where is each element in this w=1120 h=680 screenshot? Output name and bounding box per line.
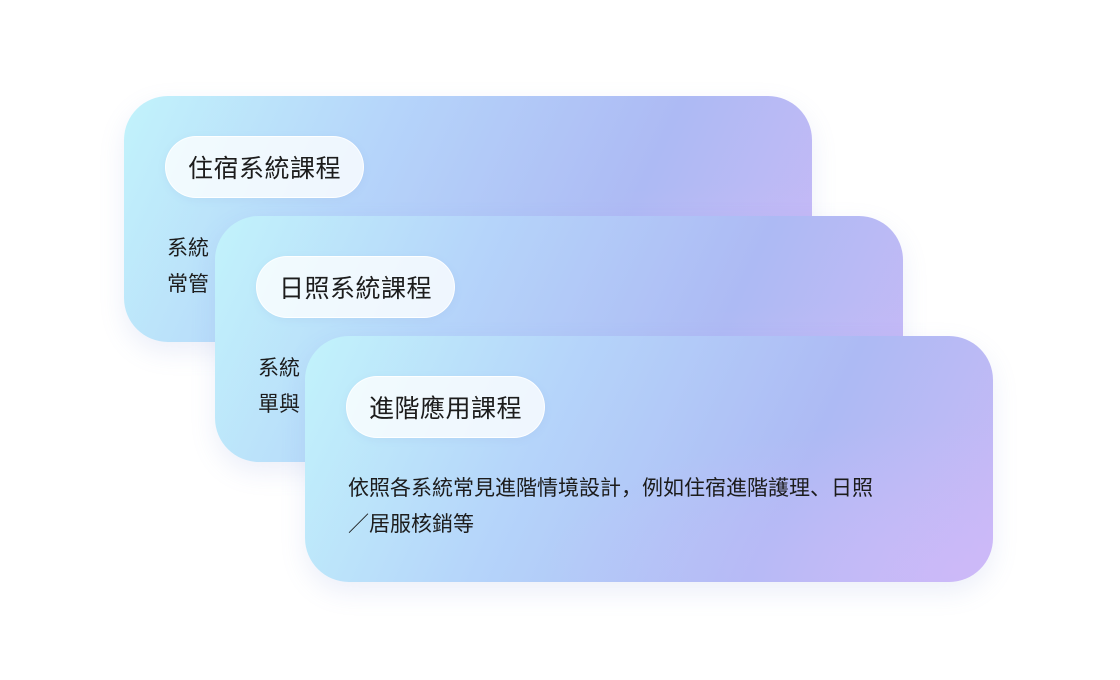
course-description: 系統 單與 (258, 350, 868, 422)
course-title-pill: 日照系統課程 (256, 256, 456, 318)
description-line: 系統 (167, 236, 209, 260)
description-line: 系統 (258, 356, 300, 380)
description-line: 單與 (258, 392, 300, 416)
course-description: 系統 常管 (167, 230, 777, 302)
course-description: 依照各系統常見進階情境設計，例如住宿進階護理、日照 ／居服核銷等 (348, 470, 958, 542)
description-line: ／居服核銷等 (348, 512, 474, 536)
course-title: 日照系統課程 (279, 274, 433, 303)
course-card-advanced[interactable]: 進階應用課程 依照各系統常見進階情境設計，例如住宿進階護理、日照 ／居服核銷等 (305, 336, 993, 582)
course-title: 進階應用課程 (369, 394, 523, 423)
course-title-pill: 住宿系統課程 (165, 136, 365, 198)
description-line: 依照各系統常見進階情境設計，例如住宿進階護理、日照 (348, 476, 873, 500)
course-title-pill: 進階應用課程 (346, 376, 546, 438)
course-title: 住宿系統課程 (188, 154, 342, 183)
description-line: 常管 (167, 272, 209, 296)
